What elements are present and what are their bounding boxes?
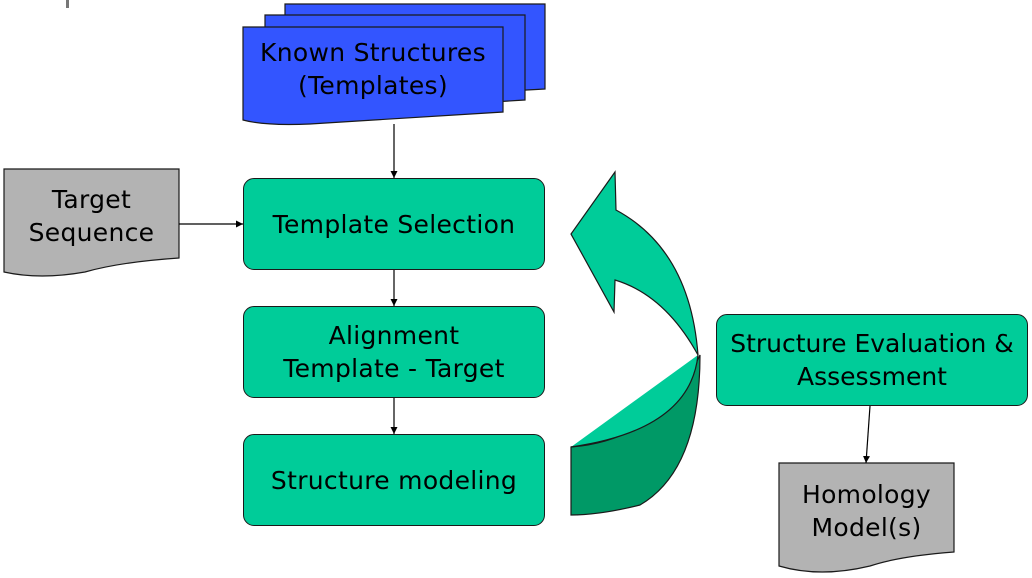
homology-model-document [778, 462, 955, 573]
structure-modeling-step: Structure modeling [243, 434, 545, 526]
refinement-loop-arrow [570, 170, 701, 516]
evaluation-label-line1: Structure Evaluation & [730, 329, 1014, 358]
templates-document-front [242, 26, 504, 126]
structure-evaluation-step: Structure Evaluation & Assessment [716, 314, 1028, 406]
arrow-evaluation-to-model [862, 405, 871, 464]
homology-label-line1: Homology [801, 480, 932, 509]
homology-model-label: Homology Model(s) [779, 476, 954, 546]
homology-label-line2: Model(s) [811, 513, 922, 542]
template-selection-step: Template Selection [243, 178, 545, 270]
templates-label-line2: (Templates) [298, 71, 448, 100]
alignment-label-line1: Alignment [328, 321, 460, 350]
structure-modeling-label: Structure modeling [270, 465, 518, 495]
template-selection-label: Template Selection [272, 209, 516, 239]
alignment-step: Alignment Template - Target [243, 306, 545, 398]
target-label-line1: Target [51, 185, 132, 214]
templates-document-stack [242, 3, 546, 126]
loop-arrow-front-face [570, 170, 699, 448]
slide-corner-mark [66, 0, 69, 8]
alignment-label-line2: Template - Target [283, 354, 505, 383]
target-sequence-label: Target Sequence [4, 181, 179, 251]
templates-document-label: Known Structures (Templates) [243, 34, 503, 104]
target-sequence-document [3, 168, 180, 277]
target-label-line2: Sequence [28, 218, 155, 247]
templates-label-line1: Known Structures [260, 38, 486, 67]
evaluation-label-line2: Assessment [797, 362, 947, 391]
